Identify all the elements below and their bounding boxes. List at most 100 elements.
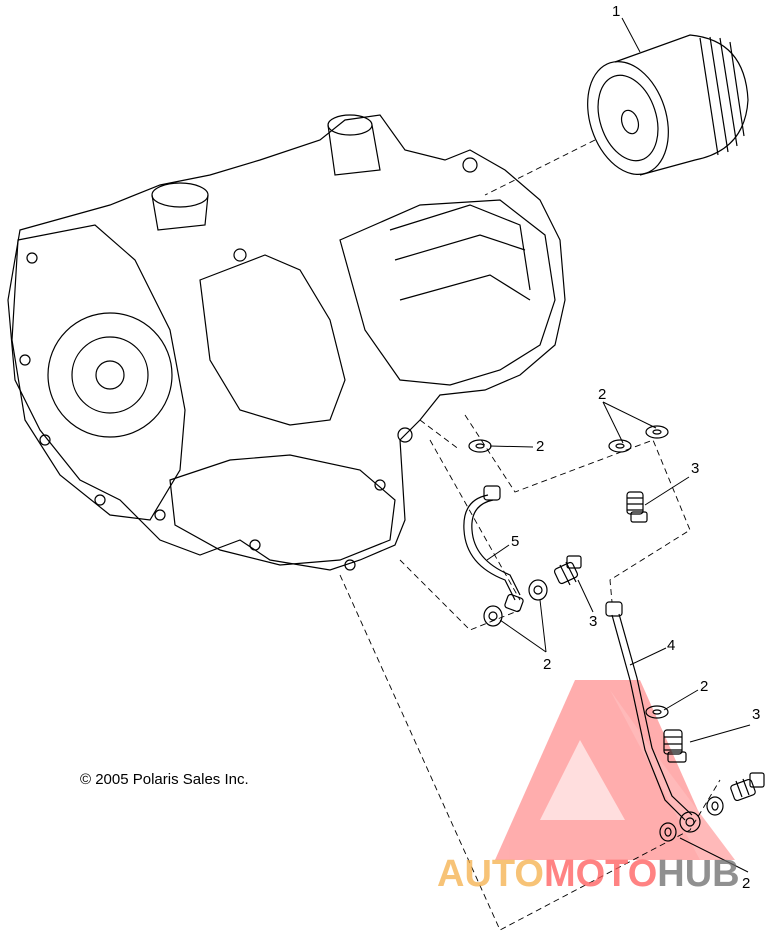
callout-bolt-upper-right: 3 — [691, 460, 699, 477]
case-bolt-hole — [39, 434, 51, 446]
filter-alignment-line — [484, 139, 596, 196]
watermark-inner-cut — [540, 740, 625, 820]
callout-oil-line-lower: 4 — [667, 637, 675, 654]
oil-line-lower — [605, 601, 701, 833]
watermark-text-auto: AUTO — [437, 853, 544, 895]
intake-pipe-1 — [151, 194, 209, 231]
leader-lines — [486, 17, 751, 873]
case-bolt-hole — [249, 539, 261, 551]
copyright-text: © 2005 Polaris Sales Inc. — [80, 771, 249, 788]
intake-port-1 — [151, 182, 209, 208]
oil-line-lower-fitting-bottom-hole — [685, 817, 695, 827]
callout-oil-line-upper: 5 — [511, 533, 519, 550]
washers — [468, 425, 724, 842]
oil-filter-center-hole — [620, 109, 640, 135]
leader-bolt-middle — [577, 579, 594, 613]
assembly-lines — [339, 414, 721, 931]
washer-bottom-2 — [706, 796, 724, 816]
case-bolt-hole — [397, 427, 413, 443]
intake-port-2 — [327, 114, 373, 136]
washer-upper-left-hole — [475, 443, 485, 449]
washer-lower-left-2-hole — [533, 585, 543, 595]
washer-bottom-1-hole — [664, 827, 672, 837]
oil-filter-gasket — [597, 74, 659, 162]
case-bolt-hole — [154, 509, 166, 521]
lower-sump — [169, 454, 396, 566]
oil-filter — [587, 34, 749, 176]
oil-line-upper-fitting-bottom — [504, 593, 524, 613]
washer-lower-right — [645, 705, 669, 719]
bolt-lower-right-1 — [663, 729, 687, 763]
washer-lower-left-2 — [528, 579, 548, 601]
valve-cover-rib-3 — [399, 274, 531, 301]
washer-upper-mid-hole — [615, 443, 625, 449]
cylinder-block-rear — [339, 199, 556, 386]
case-bolt-hole — [26, 252, 38, 264]
oil-line-upper — [463, 485, 524, 613]
case-bolt-hole — [233, 248, 247, 262]
case-bolt-hole — [94, 494, 106, 506]
callout-oil-filter: 1 — [612, 3, 620, 20]
oil-filter-base — [587, 61, 669, 175]
leader-washer-upper-mid — [602, 401, 624, 444]
banjo-bolts — [553, 491, 765, 802]
bolt-middle — [553, 555, 582, 586]
oil-line-lower-tube-inner — [618, 613, 693, 816]
washer-lower-right-hole — [652, 709, 662, 715]
case-bolt-hole — [344, 559, 356, 571]
leader-washer-lower-left-2 — [539, 599, 547, 653]
oil-line-lower-fitting-bottom — [679, 811, 701, 833]
washer-bottom-2-hole — [711, 801, 719, 811]
oil-filter-flutes — [699, 36, 745, 156]
oil-line-upper-tube — [463, 494, 516, 601]
leader-oil-line-upper — [486, 544, 510, 561]
washer-upper-right-hole — [652, 429, 662, 435]
oil-line-upper-fitting-top — [483, 485, 501, 501]
leader-oil-line-lower — [629, 647, 667, 666]
leader-bolt-upper-right — [644, 476, 690, 506]
side-cover-flange — [11, 224, 186, 521]
watermark-triangle-left — [495, 680, 720, 860]
case-bolt-hole — [462, 157, 478, 173]
callout-washers-bottom: 2 — [742, 875, 750, 892]
leader-washer-lower-left-1 — [499, 619, 547, 653]
leader-bolts-lower-right — [689, 724, 751, 743]
crankcase-outline — [7, 114, 566, 571]
washer-lower-left-1-hole — [488, 611, 498, 621]
watermark-text-moto: MOTO — [544, 853, 657, 895]
watermark-text-hub: HUB — [657, 853, 739, 895]
washer-upper-mid — [608, 439, 632, 453]
case-bolt-hole — [374, 479, 386, 491]
callout-bolts-lower-right: 3 — [752, 706, 760, 723]
leader-oil-filter — [621, 17, 641, 53]
watermark-text: AUTOMOTOHUB — [437, 853, 740, 895]
leader-washer-upper-right — [602, 401, 657, 429]
washer-upper-right — [645, 425, 669, 439]
oil-line-lower-tube — [611, 614, 686, 821]
watermark-logo — [495, 680, 735, 860]
oil-line-lower-fitting-top — [605, 601, 623, 617]
washer-bottom-1 — [659, 822, 677, 842]
callout-washer-upper-left: 2 — [536, 438, 544, 455]
intake-pipe-2 — [327, 124, 381, 176]
oil-filter-body — [614, 34, 749, 176]
callout-washers-upper-right: 2 — [598, 386, 606, 403]
valve-cover-rib-2 — [394, 234, 526, 261]
callout-washer-lower-right: 2 — [700, 678, 708, 695]
callout-bolt-middle: 3 — [589, 613, 597, 630]
cylinder-block-front — [199, 254, 346, 426]
bolt-lower-right-2 — [730, 772, 765, 802]
case-bolt-hole — [19, 354, 31, 366]
callout-washers-lower-left: 2 — [543, 656, 551, 673]
leader-washer-upper-left — [489, 445, 534, 448]
oil-line-upper-tube-inner — [471, 499, 521, 596]
bolt-upper-right — [626, 491, 648, 523]
leader-washer-lower-right — [663, 689, 699, 711]
flywheel-cover-hub — [95, 360, 125, 390]
leader-washers-bottom — [679, 837, 749, 873]
flywheel-cover-inner — [71, 336, 149, 414]
washer-lower-left-1 — [483, 605, 503, 627]
engine-crankcase — [7, 114, 566, 571]
valve-cover-rib-1 — [389, 204, 531, 291]
